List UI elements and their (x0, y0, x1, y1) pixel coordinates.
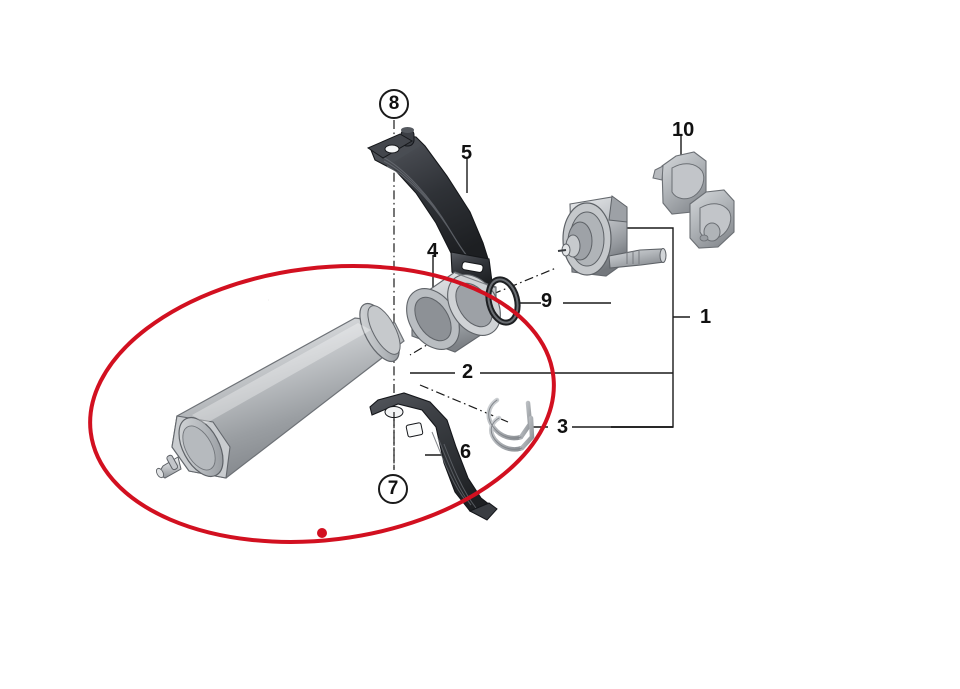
callout-8-circled-screw: 8 (379, 89, 409, 119)
centerline-3 (419, 384, 509, 423)
callout-1-assembly-bracket: 1 (700, 306, 712, 328)
part-4-sleeve (406, 271, 501, 353)
callout-2-fuel-filter: 2 (462, 361, 474, 383)
centerline-9 (475, 267, 557, 302)
callout-9-o-ring: 9 (541, 290, 553, 312)
callout-10-clamp-shells: 10 (672, 119, 695, 141)
callout-6-holder-bracket: 6 (460, 441, 472, 463)
callout-4-sleeve: 4 (427, 240, 439, 262)
part-9-o-ring (485, 276, 521, 326)
part-10-clamp-shells (652, 151, 735, 249)
part-3-spring-clip-outline (488, 399, 523, 450)
callout-5-rubber-strap: 5 (461, 142, 473, 164)
part-5-rubber-strap (366, 127, 493, 291)
part-2-fuel-filter (155, 302, 405, 479)
callout-7-circled-screw: 7 (378, 474, 408, 504)
highlight-ellipse-stroke (88, 264, 556, 544)
highlight-marker-dot (317, 528, 327, 538)
callout-3-spring-clip: 3 (557, 416, 569, 438)
part-fuel-pressure-regulator (557, 195, 667, 277)
